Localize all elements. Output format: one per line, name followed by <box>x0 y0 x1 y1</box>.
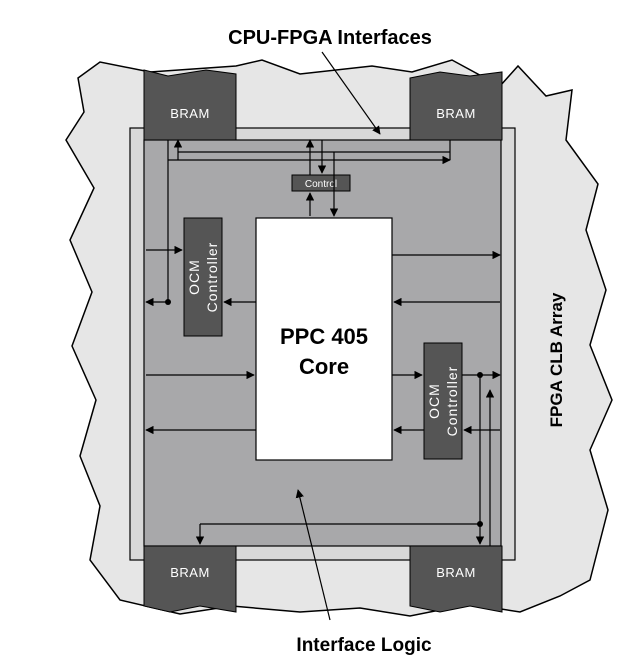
ocm-label-line1: OCM <box>186 259 202 295</box>
top-callout-pointer <box>321 51 381 135</box>
bram-label: BRAM <box>170 106 210 121</box>
ocm-label-line2: Controller <box>204 242 220 313</box>
bottom-callout-pointer <box>295 489 331 621</box>
cpu-fpga-interfaces-label: CPU-FPGA Interfaces <box>228 27 432 49</box>
interface-logic-label: Interface Logic <box>296 635 432 656</box>
ocm-controller-right: OCM Controller <box>423 342 463 460</box>
ocm-controller-left: OCM Controller <box>183 217 223 337</box>
ocm-label-line2: Controller <box>444 366 460 437</box>
bram-label: BRAM <box>170 565 210 580</box>
ppc405-core: PPC 405 Core <box>255 217 393 461</box>
bram-bottom-right: BRAM <box>409 545 503 613</box>
bram-label: BRAM <box>436 106 476 121</box>
signal-wires <box>145 139 501 546</box>
control-label: Control <box>305 179 337 190</box>
core-label-line1: PPC 405 <box>280 324 368 349</box>
fpga-clb-array-label: FPGA CLB Array <box>547 292 566 427</box>
control-block: Control <box>291 174 351 192</box>
bram-bottom-left: BRAM <box>143 545 237 613</box>
bram-top-left: BRAM <box>143 69 237 141</box>
bram-top-right: BRAM <box>409 71 503 141</box>
ocm-label-line1: OCM <box>426 383 442 419</box>
core-label-line2: Core <box>299 354 349 379</box>
bram-label: BRAM <box>436 565 476 580</box>
